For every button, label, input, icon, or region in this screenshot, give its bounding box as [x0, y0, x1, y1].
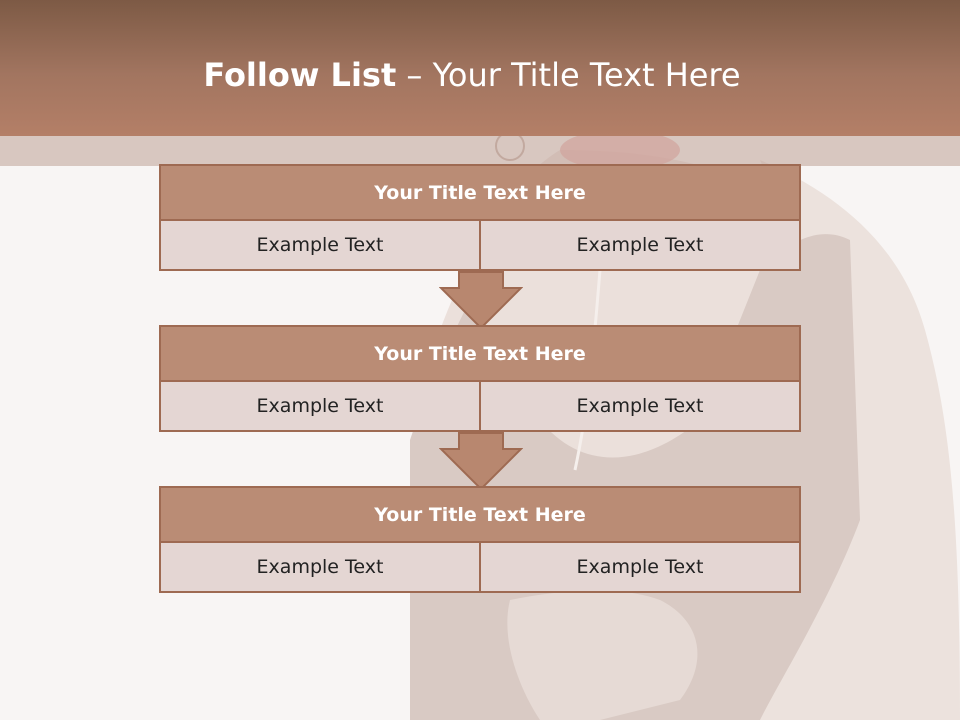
step-row: Example Text Example Text	[159, 543, 801, 593]
step-block-1: Your Title Text Here Example Text Exampl…	[159, 164, 801, 271]
step-title: Your Title Text Here	[159, 325, 801, 382]
slide-title-bold: Follow List	[203, 56, 397, 94]
down-arrow-icon	[439, 432, 523, 491]
step-cell-right: Example Text	[481, 543, 801, 593]
step-cell-left: Example Text	[159, 543, 481, 593]
header-strip	[0, 136, 960, 166]
slide-title-rest: – Your Title Text Here	[396, 56, 741, 94]
step-row: Example Text Example Text	[159, 382, 801, 432]
step-cell-right: Example Text	[481, 382, 801, 432]
step-title: Your Title Text Here	[159, 486, 801, 543]
step-block-2: Your Title Text Here Example Text Exampl…	[159, 325, 801, 432]
step-cell-left: Example Text	[159, 221, 481, 271]
step-block-3: Your Title Text Here Example Text Exampl…	[159, 486, 801, 593]
step-cell-left: Example Text	[159, 382, 481, 432]
step-cell-right: Example Text	[481, 221, 801, 271]
header-bar	[0, 0, 960, 136]
down-arrow-icon	[439, 271, 523, 330]
step-row: Example Text Example Text	[159, 221, 801, 271]
slide-title: Follow List – Your Title Text Here	[0, 52, 944, 98]
step-title: Your Title Text Here	[159, 164, 801, 221]
